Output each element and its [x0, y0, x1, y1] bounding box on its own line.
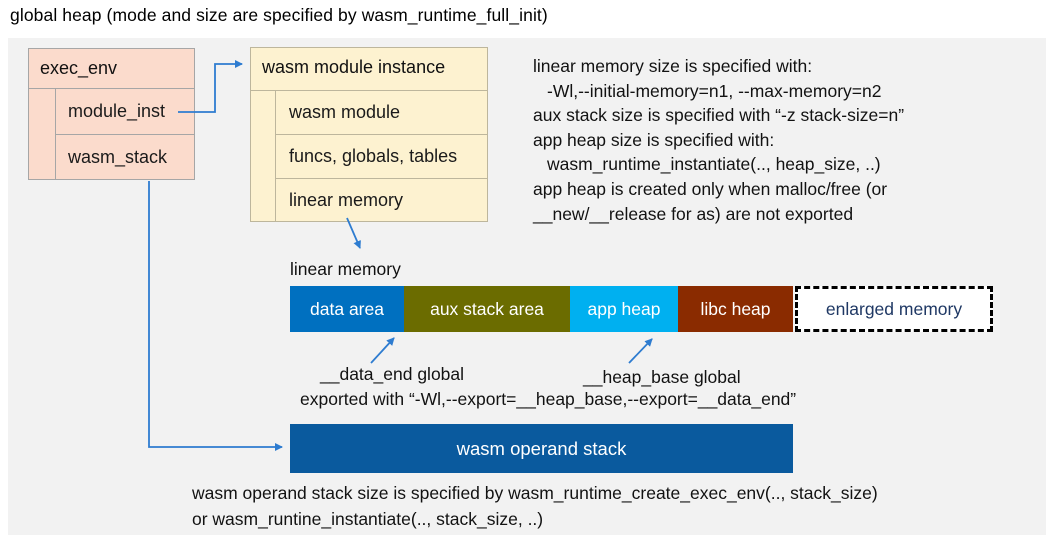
segment-libc-heap-label: libc heap: [700, 298, 771, 319]
linear-memory-bar-label: linear memory: [290, 259, 401, 279]
wasm-stack-box: wasm_stack: [55, 134, 195, 180]
segment-app-heap: app heap: [570, 286, 678, 332]
wasm-module-instance-label: wasm module instance: [262, 57, 446, 77]
heap-base-annotation: __heap_base global: [583, 367, 741, 387]
exported-annotation: exported with “-Wl,--export=__heap_base,…: [300, 389, 797, 409]
wasm-module-row: wasm module: [275, 90, 488, 135]
notes-block: linear memory size is specified with: -W…: [533, 54, 1038, 226]
footer-line: wasm operand stack size is specified by …: [192, 483, 878, 503]
wasm-operand-stack-bar: wasm operand stack: [290, 424, 793, 473]
segment-aux-stack-area: aux stack area: [404, 286, 570, 332]
footer-line: or wasm_runtine_instantiate(.., stack_si…: [192, 508, 544, 529]
linear-memory-row: linear memory: [275, 178, 488, 222]
note-line: __new/__release for as) are not exported: [533, 203, 854, 224]
page-title: global heap (mode and size are specified…: [10, 5, 548, 25]
funcs-globals-tables-label: funcs, globals, tables: [289, 146, 458, 166]
module-inst-label: module_inst: [68, 101, 166, 121]
wasm-operand-stack-label: wasm operand stack: [456, 437, 627, 459]
segment-data-area: data area: [290, 286, 404, 332]
note-line: aux stack size is specified with “-z sta…: [533, 105, 905, 126]
funcs-globals-tables-row: funcs, globals, tables: [275, 134, 488, 179]
segment-aux-stack-area-label: aux stack area: [430, 298, 544, 319]
segment-data-area-label: data area: [310, 298, 384, 319]
note-line: wasm_runtime_instantiate(.., heap_size, …: [547, 154, 881, 175]
note-line: linear memory size is specified with:: [533, 56, 813, 76]
segment-app-heap-label: app heap: [587, 298, 661, 319]
segment-enlarged-memory: enlarged memory: [795, 286, 993, 332]
wasm-module-label: wasm module: [289, 102, 401, 122]
note-line: -Wl,--initial-memory=n1, --max-memory=n2: [547, 80, 882, 101]
exec-env-label: exec_env: [40, 58, 118, 78]
segment-libc-heap: libc heap: [678, 286, 793, 332]
segment-enlarged-memory-label: enlarged memory: [825, 298, 963, 319]
module-inst-box: module_inst: [55, 88, 195, 135]
note-line: app heap size is specified with:: [533, 129, 775, 150]
data-end-annotation: __data_end global: [320, 364, 465, 384]
note-line: app heap is created only when malloc/fre…: [533, 178, 888, 199]
linear-memory-row-label: linear memory: [289, 189, 404, 210]
footer-text: wasm operand stack size is specified by …: [192, 481, 878, 532]
wasm-stack-label: wasm_stack: [68, 146, 168, 167]
